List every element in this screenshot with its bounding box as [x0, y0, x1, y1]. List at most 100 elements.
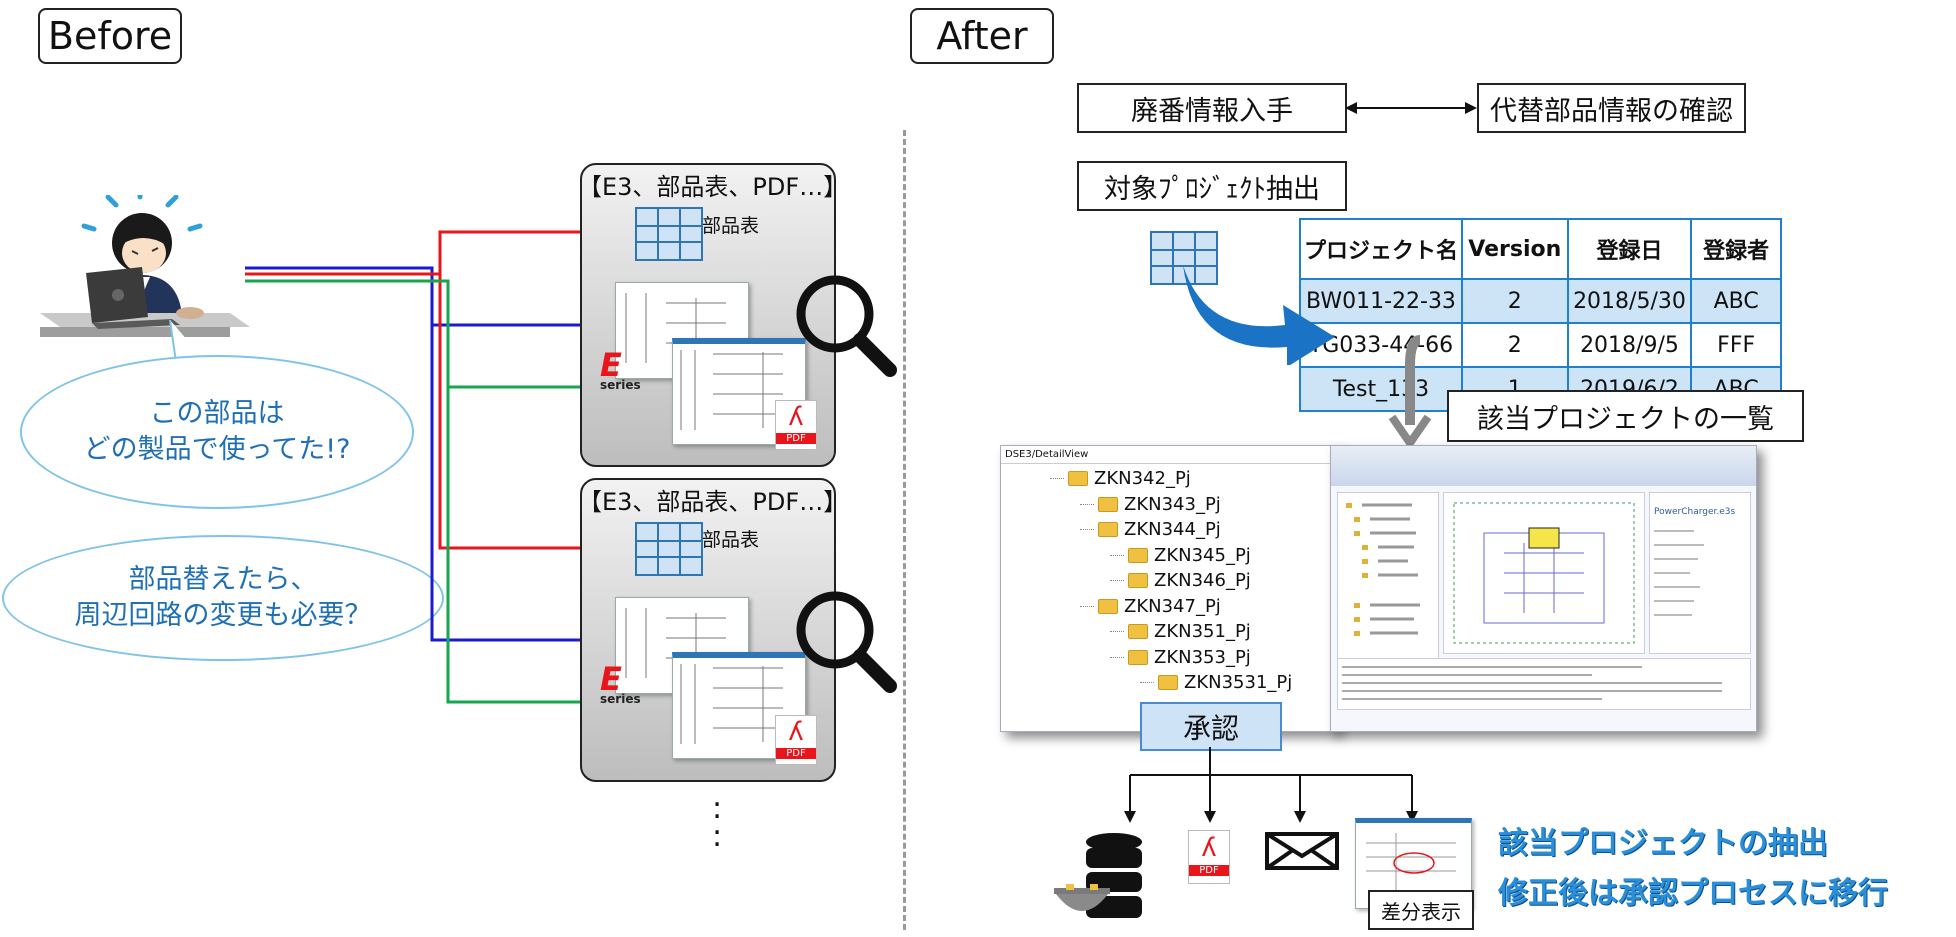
list-down-arrow — [1388, 335, 1432, 450]
table-row[interactable]: BW011-22-33 2 2018/5/30 ABC — [1299, 278, 1782, 324]
pdf-output-icon: ʎ PDF — [1188, 830, 1230, 884]
folder-icon — [1098, 598, 1118, 614]
tree-item[interactable]: ZKN345_Pj — [1110, 545, 1251, 566]
bubble-line: 周辺回路の変更も必要？ — [74, 600, 372, 631]
pdf-label: PDF — [1189, 865, 1229, 876]
column-header: プロジェクト名 — [1299, 218, 1463, 280]
obsolete-info-box: 廃番情報入手 — [1077, 83, 1347, 133]
tree-item-label: ZKN353_Pj — [1154, 646, 1251, 668]
folder-icon — [1128, 573, 1148, 588]
tree-item[interactable]: ZKN3531_Pj — [1140, 672, 1292, 693]
extract-projects-box: 対象ﾌﾟﾛｼﾞｪｸﾄ抽出 — [1077, 161, 1347, 211]
caption-approval: 修正後は承認プロセスに移行 — [1498, 876, 1888, 911]
tree-connector — [1080, 503, 1094, 505]
folder-icon — [1098, 496, 1118, 512]
tree-connector — [1110, 580, 1124, 581]
caption-extract: 該当プロジェクトの抽出 — [1498, 826, 1828, 861]
tree-item-label: ZKN344_Pj — [1124, 519, 1221, 540]
bubble-line: どの製品で使ってた!? — [83, 434, 351, 465]
table-cell: 2 — [1460, 322, 1569, 368]
magnifier-icon — [796, 591, 897, 693]
tree-item-label: ZKN351_Pj — [1154, 621, 1251, 642]
e3-series-logo: E series — [600, 349, 650, 392]
project-table: プロジェクト名 Version 登録日 登録者 BW011-22-33 2 20… — [1299, 218, 1782, 412]
tree-item[interactable]: ZKN347_Pj — [1080, 596, 1221, 617]
panel-title: 【E3、部品表、PDF…】 — [578, 488, 848, 516]
tree-connector — [1080, 605, 1094, 607]
pdf-label: PDF — [776, 748, 816, 759]
column-header: Version — [1460, 218, 1569, 280]
project-list-label: 該当プロジェクトの一覧 — [1447, 390, 1804, 442]
tree-connector — [1110, 656, 1124, 658]
table-row[interactable]: TG033-44-66 2 2018/9/5 FFF — [1299, 322, 1782, 368]
tree-item[interactable]: ZKN343_Pj — [1080, 494, 1221, 515]
tree-connector — [1110, 631, 1124, 632]
parts-list-icon — [635, 207, 703, 261]
table-cell: FFF — [1690, 322, 1782, 368]
alt-part-check-box: 代替部品情報の確認 — [1477, 83, 1746, 133]
tree-item-label: ZKN345_Pj — [1154, 544, 1251, 566]
approval-fanout-arrows — [1124, 747, 1418, 823]
series-label: series — [600, 692, 641, 706]
tree-item-label: ZKN343_Pj — [1124, 493, 1221, 515]
approve-button[interactable]: 承認 — [1140, 702, 1282, 751]
worried-person-icon — [40, 195, 250, 337]
table-cell: ABC — [1690, 278, 1782, 324]
folder-icon — [1158, 675, 1178, 690]
mail-icon — [1265, 832, 1339, 870]
magnifier-icon — [796, 275, 897, 377]
folder-icon — [1128, 624, 1148, 639]
bubble-line: この部品は — [149, 398, 285, 429]
tree-connector — [1110, 554, 1124, 556]
property-panel-title: PowerCharger.e3s — [1654, 507, 1736, 517]
tree-connector — [1050, 478, 1064, 479]
database-icon — [1054, 833, 1142, 918]
pdf-icon: ʎ PDF — [775, 400, 817, 450]
e3-app-window: PowerCharger.e3s — [1330, 445, 1757, 732]
tree-item[interactable]: ZKN351_Pj — [1110, 621, 1251, 642]
extract-arrow — [1183, 265, 1335, 365]
diff-view-label: 差分表示 — [1368, 890, 1474, 930]
column-header: 登録者 — [1690, 218, 1782, 280]
pdf-icon: ʎ PDF — [775, 715, 817, 765]
folder-icon — [1128, 649, 1148, 665]
more-ellipsis: : : — [712, 791, 723, 854]
tree-connector — [1140, 682, 1154, 683]
tree-item[interactable]: ZKN342_Pj — [1050, 468, 1191, 489]
tree-item-label: ZKN342_Pj — [1094, 468, 1191, 489]
folder-icon — [1068, 471, 1088, 486]
table-cell: 2 — [1460, 278, 1569, 324]
bubble-line: 部品替えたら、 — [128, 564, 318, 595]
e3-series-logo: E series — [600, 663, 650, 706]
speech-bubble-circuit-change: 部品替えたら、 周辺回路の変更も必要？ — [2, 535, 444, 661]
table-cell: BW011-22-33 — [1299, 278, 1463, 324]
window-title: DSE3/DetailView — [1001, 446, 1336, 464]
tree-item[interactable]: ZKN344_Pj — [1080, 519, 1221, 540]
tree-item-label: ZKN346_Pj — [1154, 570, 1251, 591]
series-label: series — [600, 378, 641, 392]
divider-line — [903, 130, 906, 930]
tree-item-label: ZKN347_Pj — [1124, 595, 1221, 617]
folder-icon — [1128, 547, 1148, 563]
ellipsis-dot: : — [712, 791, 723, 826]
table-cell: Test_133 — [1299, 366, 1463, 412]
before-label: Before — [38, 8, 182, 64]
tree-connector — [1080, 529, 1094, 530]
table-icon — [1150, 231, 1218, 285]
double-arrow — [1345, 102, 1477, 114]
pdf-label: PDF — [776, 433, 816, 444]
parts-list-label: 部品表 — [702, 529, 760, 551]
speech-bubble-which-product: この部品は どの製品で使ってた!? — [20, 355, 414, 509]
panel-title: 【E3、部品表、PDF…】 — [578, 173, 848, 201]
tree-item[interactable]: ZKN346_Pj — [1110, 570, 1251, 591]
column-header: 登録日 — [1566, 218, 1693, 280]
tree-item[interactable]: ZKN353_Pj — [1110, 647, 1251, 668]
after-label: After — [910, 8, 1054, 64]
connector-lines — [245, 217, 678, 717]
table-cell: 2018/5/30 — [1566, 278, 1693, 324]
folder-icon — [1098, 522, 1118, 537]
ellipsis-dot: : — [712, 819, 723, 854]
tree-item-label: ZKN3531_Pj — [1184, 672, 1293, 693]
table-cell: 2018/9/5 — [1566, 322, 1693, 368]
